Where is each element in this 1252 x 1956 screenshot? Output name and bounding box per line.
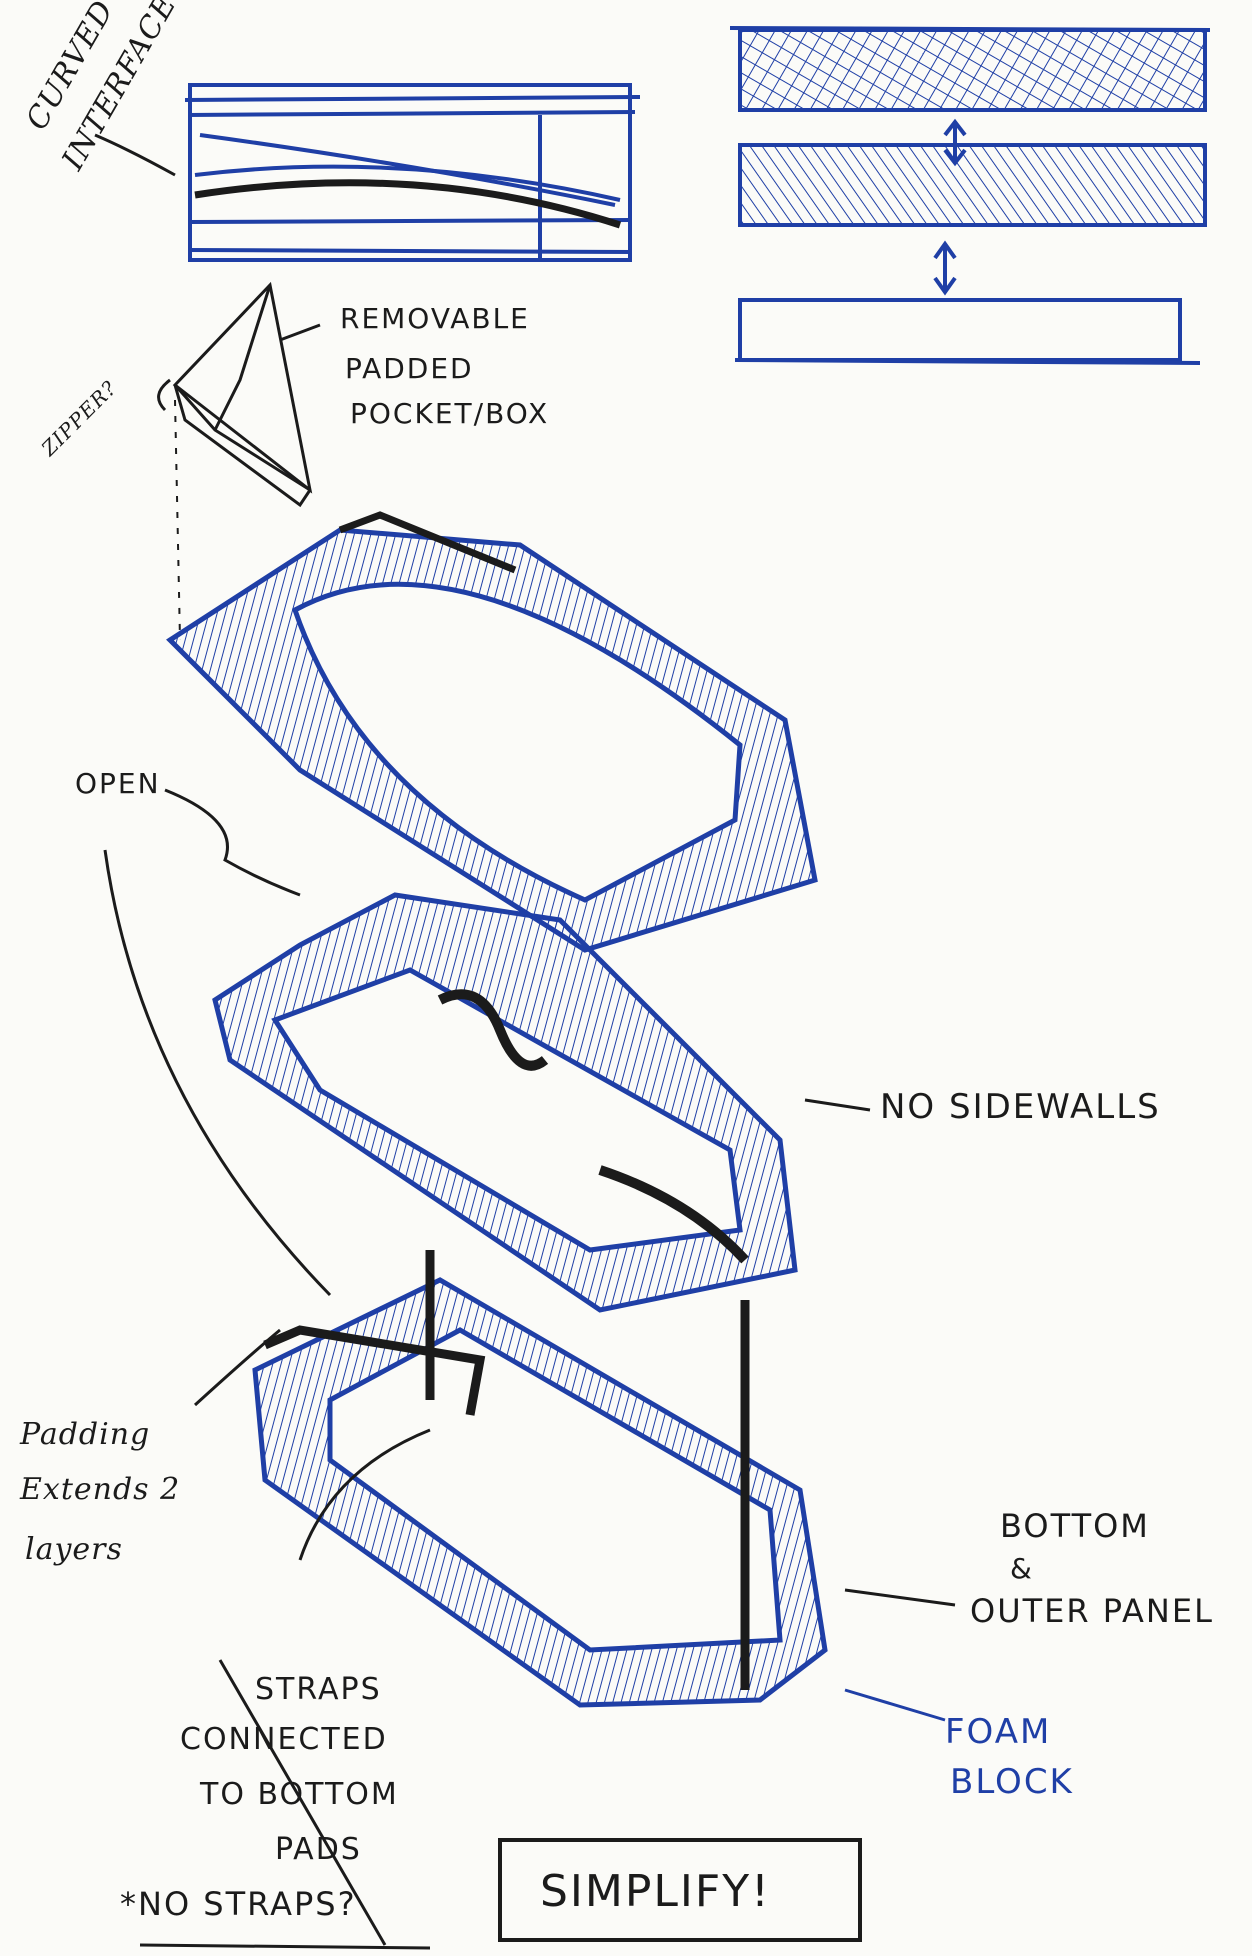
label-no-sidewalls: NO SIDEWALLS (880, 1090, 1161, 1124)
label-removable: REMOVABLE (340, 305, 530, 333)
curved-interface-sketch (185, 85, 640, 260)
label-block: BLOCK (950, 1765, 1074, 1799)
label-padding: Padding (20, 1420, 150, 1450)
label-open: OPEN (75, 770, 161, 798)
label-straps: STRAPS (255, 1675, 382, 1705)
upper-ring (170, 515, 815, 950)
label-simplify: SIMPLIFY! (540, 1870, 771, 1914)
label-layers: layers (25, 1535, 123, 1565)
label-pads: PADS (275, 1835, 362, 1865)
label-extends: Extends 2 (20, 1475, 180, 1505)
layers-sketch (730, 28, 1210, 363)
lower-ring (255, 1250, 825, 1705)
label-to-bottom: TO BOTTOM (200, 1780, 399, 1810)
label-foam: FOAM (945, 1715, 1051, 1749)
label-no-straps: *NO STRAPS? (120, 1888, 357, 1920)
label-pocket-box: POCKET/BOX (350, 400, 549, 428)
label-connected: CONNECTED (180, 1725, 388, 1755)
label-bottom: BOTTOM (1000, 1510, 1150, 1542)
label-ampersand: & (1010, 1555, 1034, 1583)
label-outer-panel: OUTER PANEL (970, 1595, 1214, 1627)
label-padded: PADDED (345, 355, 474, 383)
underline (140, 1945, 430, 1948)
middle-ring (215, 895, 795, 1310)
